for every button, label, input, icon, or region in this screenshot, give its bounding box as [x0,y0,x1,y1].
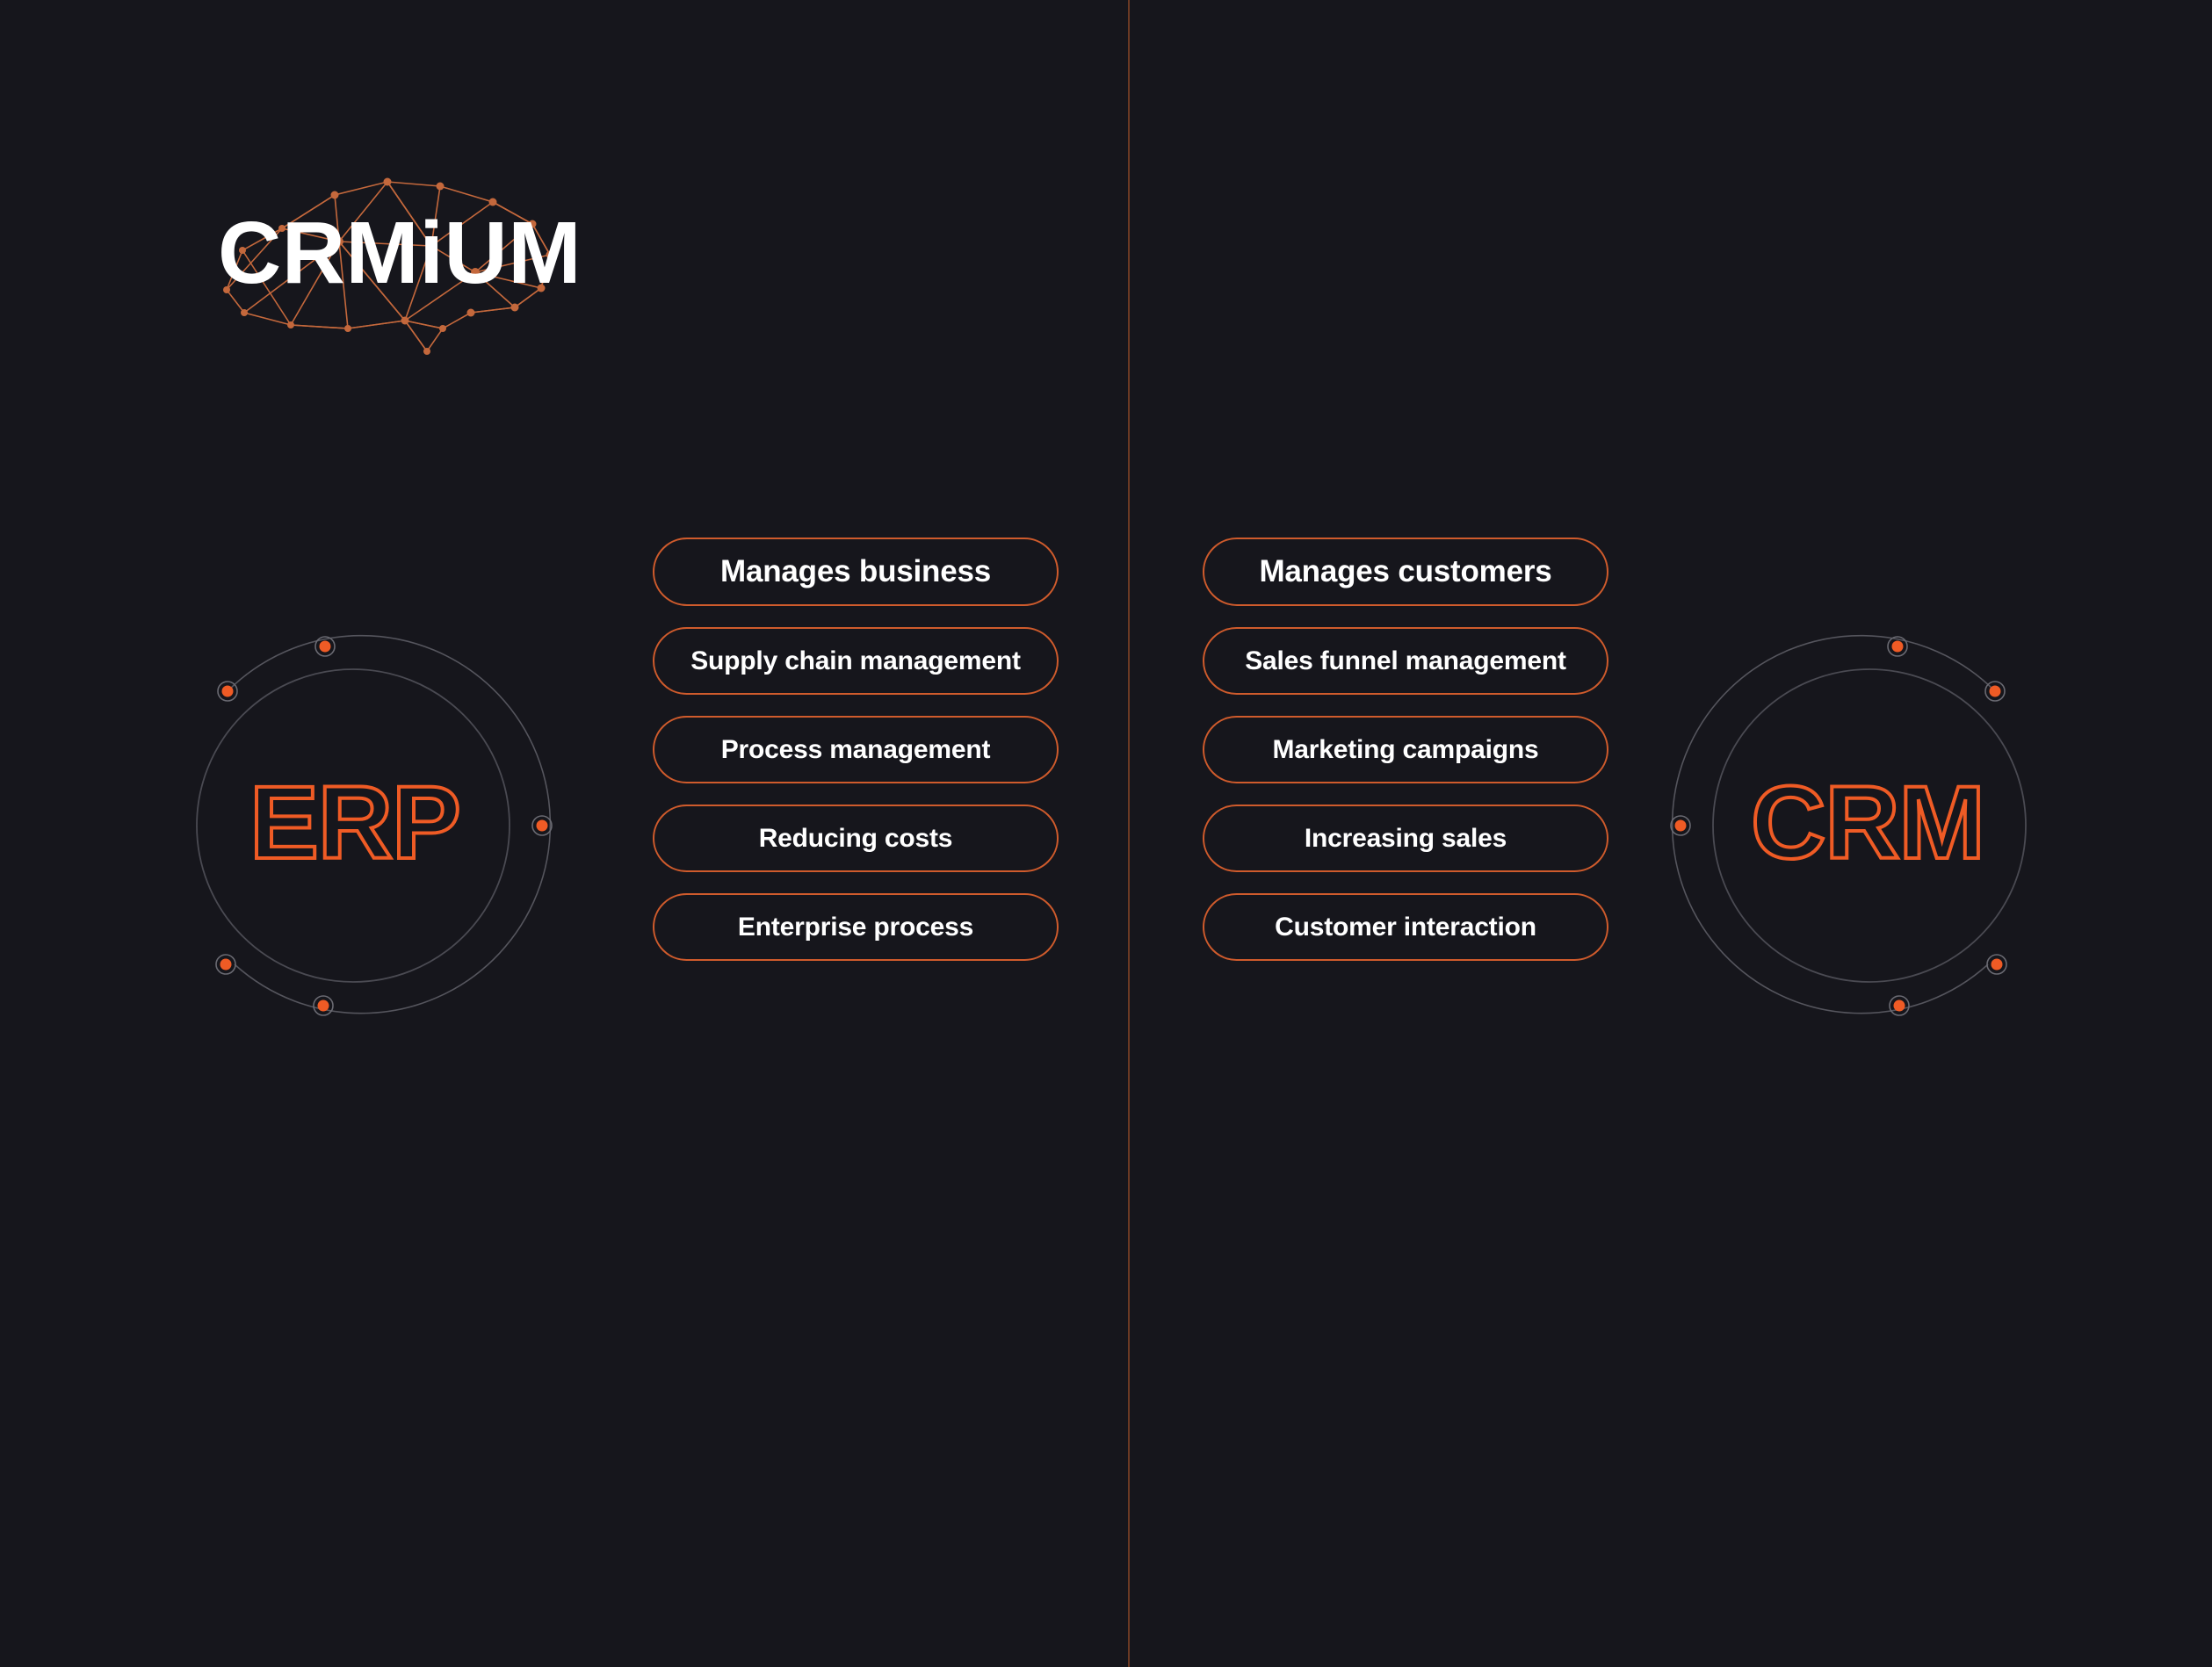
crm-feature-pill[interactable]: Customer interaction [1203,893,1608,961]
erp-feature-pill[interactable]: Reducing costs [653,805,1059,872]
crm-orbit-graphic [1670,634,2027,1016]
spacer [653,695,1059,716]
brand-logo: CRMiUM [207,141,620,355]
erp-badge-label: ERP [248,765,463,881]
crm-feature-list: Manages customers Sales funnel managemen… [1203,538,1608,961]
erp-badge: ERP [114,562,641,1089]
erp-inner-circle [196,668,510,983]
erp-feature-pill[interactable]: Supply chain management [653,627,1059,695]
spacer [1203,783,1608,805]
spacer [653,783,1059,805]
brain-network-icon [223,177,554,355]
crm-badge-label: CRM [1749,765,1987,881]
crm-feature-pill[interactable]: Sales funnel management [1203,627,1608,695]
spacer [1203,872,1608,893]
crm-inner-circle [1712,668,2027,983]
crm-feature-pill[interactable]: Increasing sales [1203,805,1608,872]
erp-feature-pill[interactable]: Enterprise process [653,893,1059,961]
erp-feature-list: Manages business Supply chain management… [653,538,1059,961]
brand-wordmark: CRMiUM [218,204,582,302]
erp-feature-pill[interactable]: Manages business [653,538,1059,606]
spacer [1203,606,1608,627]
crm-badge: CRM [1581,562,2108,1089]
erp-orbit-graphic [196,634,553,1016]
crm-orbit-nodes [1670,636,2007,1016]
crm-feature-pill[interactable]: Manages customers [1203,538,1608,606]
spacer [653,872,1059,893]
crm-feature-pill[interactable]: Marketing campaigns [1203,716,1608,783]
panel-divider [1128,0,1130,1667]
spacer [653,606,1059,627]
erp-orbit-nodes [215,636,553,1016]
spacer [1203,695,1608,716]
erp-feature-pill[interactable]: Process management [653,716,1059,783]
